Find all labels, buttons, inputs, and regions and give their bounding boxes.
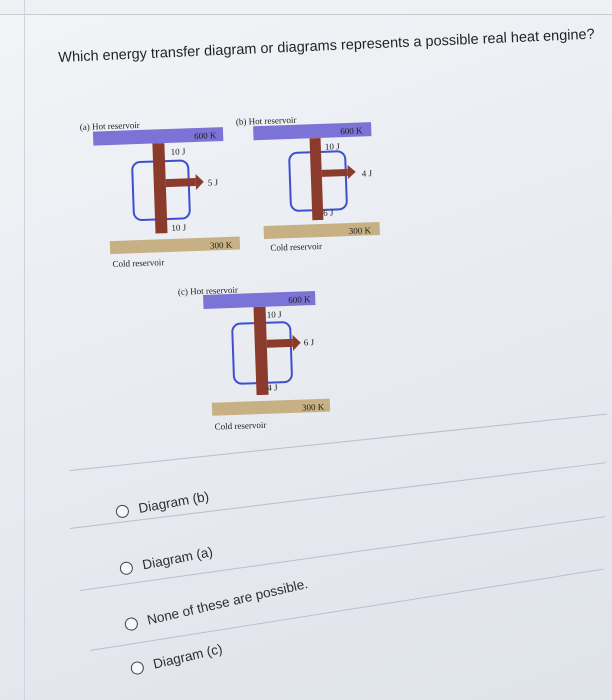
- diagram-a-cold-temp: 300 K: [210, 240, 233, 251]
- diagram-c-hot-temp: 600 K: [288, 294, 311, 305]
- diagram-b-hot-reservoir: [253, 122, 372, 141]
- diagram-b-cold-reservoir: [263, 221, 380, 239]
- diagram-b-work-arrow: [321, 169, 348, 177]
- top-toolbar-edge: [0, 0, 612, 15]
- radio-button[interactable]: [129, 660, 146, 676]
- diagram-a-cold-label: Cold reservoir: [112, 257, 164, 269]
- diagram-a-work: 5 J: [208, 177, 219, 187]
- diagram-c-work: 6 J: [304, 337, 315, 347]
- diagram-b: (b) Hot reservoir 600 K 10 J 4 J 6 J 300…: [236, 115, 380, 253]
- diagram-a-cold-reservoir: [109, 236, 241, 255]
- diagram-c-hot-reservoir: [203, 291, 316, 309]
- diagram-c-work-arrowhead: [292, 334, 301, 351]
- diagram-c-cold-reservoir: [211, 398, 331, 416]
- option-diagram-b[interactable]: Diagram (b): [114, 489, 210, 520]
- diagram-c-q-in: 10 J: [267, 309, 283, 320]
- diagram-a: (a) Hot reservoir 600 K 10 J 5 J 10 J 30…: [80, 120, 241, 269]
- diagram-a-title: (a) Hot reservoir: [80, 120, 140, 132]
- diagram-b-q-in: 10 J: [325, 141, 341, 152]
- diagram-a-hot-temp: 600 K: [194, 130, 217, 141]
- energy-transfer-diagrams: (a) Hot reservoir 600 K 10 J 5 J 10 J 30…: [80, 115, 380, 432]
- diagram-b-q-out: 6 J: [323, 208, 334, 218]
- diagram-c-cold-temp: 300 K: [302, 402, 325, 413]
- diagram-a-hot-reservoir: [92, 127, 224, 146]
- diagram-b-heat-flow: [309, 137, 324, 221]
- diagram-a-q-out: 10 J: [171, 222, 187, 233]
- radio-button[interactable]: [114, 503, 130, 519]
- diagram-a-heat-flow: [152, 143, 168, 234]
- left-margin-line: [24, 0, 25, 700]
- diagram-c-heat-flow: [253, 306, 269, 396]
- diagram-c-q-out: 4 J: [267, 382, 278, 392]
- diagram-b-hot-temp: 600 K: [340, 125, 363, 136]
- radio-button[interactable]: [118, 560, 135, 576]
- option-diagram-c[interactable]: Diagram (c): [129, 641, 224, 677]
- diagram-b-cold-label: Cold reservoir: [270, 241, 322, 253]
- option-separator: [69, 462, 607, 529]
- option-diagram-a[interactable]: Diagram (a): [118, 544, 214, 577]
- diagram-a-work-arrowhead: [195, 174, 204, 191]
- diagram-c: (c) Hot reservoir 600 K 10 J 6 J 4 J 300…: [178, 285, 331, 432]
- diagram-b-work: 4 J: [362, 168, 373, 178]
- option-label: Diagram (c): [151, 641, 224, 672]
- diagram-a-q-in: 10 J: [171, 146, 187, 157]
- option-none-possible[interactable]: None of these are possible.: [123, 576, 309, 633]
- diagram-a-work-arrow: [165, 178, 196, 188]
- option-label: Diagram (a): [141, 544, 214, 573]
- diagram-c-cold-label: Cold reservoir: [214, 420, 266, 432]
- diagram-c-work-arrow: [266, 338, 293, 348]
- radio-button[interactable]: [123, 616, 140, 632]
- diagram-b-work-arrowhead: [347, 165, 356, 180]
- diagram-b-title: (b) Hot reservoir: [236, 115, 297, 127]
- diagram-b-cold-temp: 300 K: [349, 225, 372, 236]
- diagram-c-title: (c) Hot reservoir: [178, 285, 238, 297]
